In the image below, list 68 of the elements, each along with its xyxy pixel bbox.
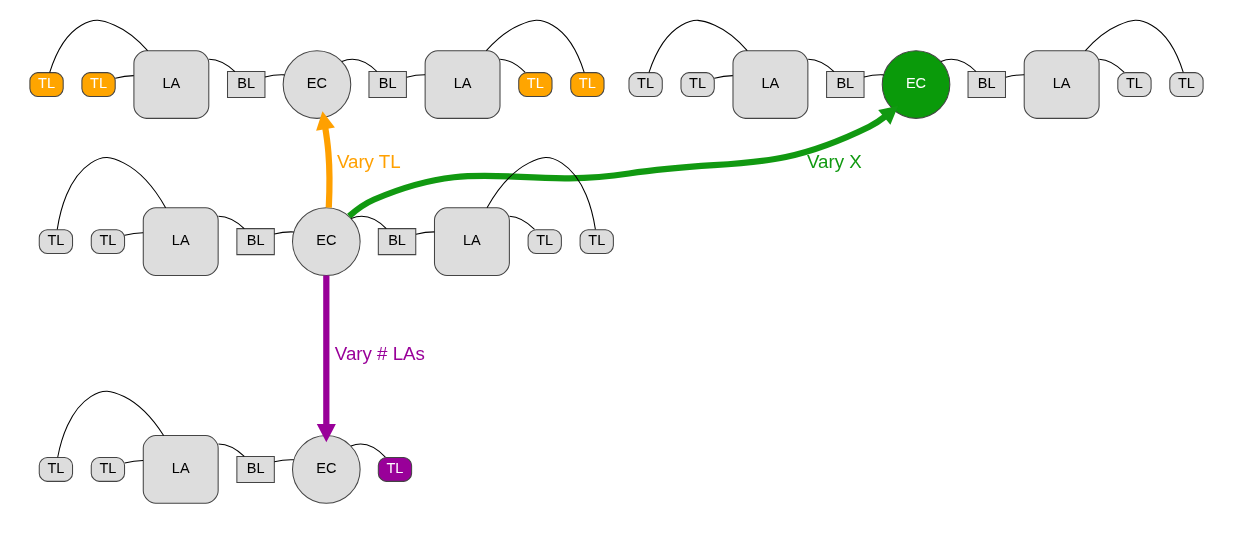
connector [57,390,165,458]
node-box: TL [1117,72,1152,98]
node-box: LA [142,435,219,504]
connector [863,74,885,78]
node-box: LA [732,50,809,119]
node-circle: EC [282,50,352,119]
connector [217,443,245,457]
arrow [347,105,899,219]
connector [508,215,536,230]
connector [273,459,295,463]
node-circle: EC [292,207,361,276]
node-box: TL [579,229,614,255]
node-box: TL [90,229,126,255]
node-box: BL [236,455,275,483]
connector [415,231,435,235]
connector [1005,74,1025,78]
connector [486,157,596,230]
edge-label: Vary TL [336,150,400,172]
connector [217,215,245,230]
node-box: TL [38,229,74,255]
connector [49,19,149,73]
node-box: TL [1169,72,1204,98]
connector [124,459,144,464]
node-box: TL [570,72,605,98]
node-box: LA [133,50,210,119]
node-box: TL [90,456,126,482]
connector [485,19,585,73]
connector [713,75,734,79]
connector [114,75,135,79]
node-box: BL [967,71,1006,99]
connector [499,58,526,73]
connector [406,74,426,78]
node-box: LA [1023,50,1100,119]
arrow [316,111,335,208]
connector [124,232,144,236]
node-box: BL [227,71,266,99]
node-box: BL [236,228,275,256]
connector [341,58,378,72]
node-circle: EC [292,435,361,504]
node-box: TL [518,72,553,98]
connector [350,215,387,230]
connector [1084,19,1184,73]
node-box: LA [433,207,510,276]
node-box: TL [81,72,116,98]
node-box: TL [628,72,663,98]
connector [940,58,977,72]
node-box: TL [527,229,562,255]
edge-label: Vary # LAs [334,343,425,365]
connector [264,74,285,78]
node-box: TL [29,72,64,98]
node-box: LA [424,50,501,119]
connector [273,231,295,235]
node-box: TL [377,456,413,482]
connector [350,443,386,458]
connector [208,58,236,73]
node-box: BL [377,228,417,256]
edge-label: Vary X [806,150,862,172]
node-box: BL [826,71,865,99]
arrow [316,275,336,443]
connector [1098,58,1125,73]
connector [807,58,835,73]
connector [648,19,748,73]
connector [56,157,167,230]
node-box: TL [38,456,74,482]
node-box: LA [142,207,219,276]
node-box: BL [368,71,407,99]
node-circle: EC [881,50,951,119]
node-box: TL [680,72,715,98]
